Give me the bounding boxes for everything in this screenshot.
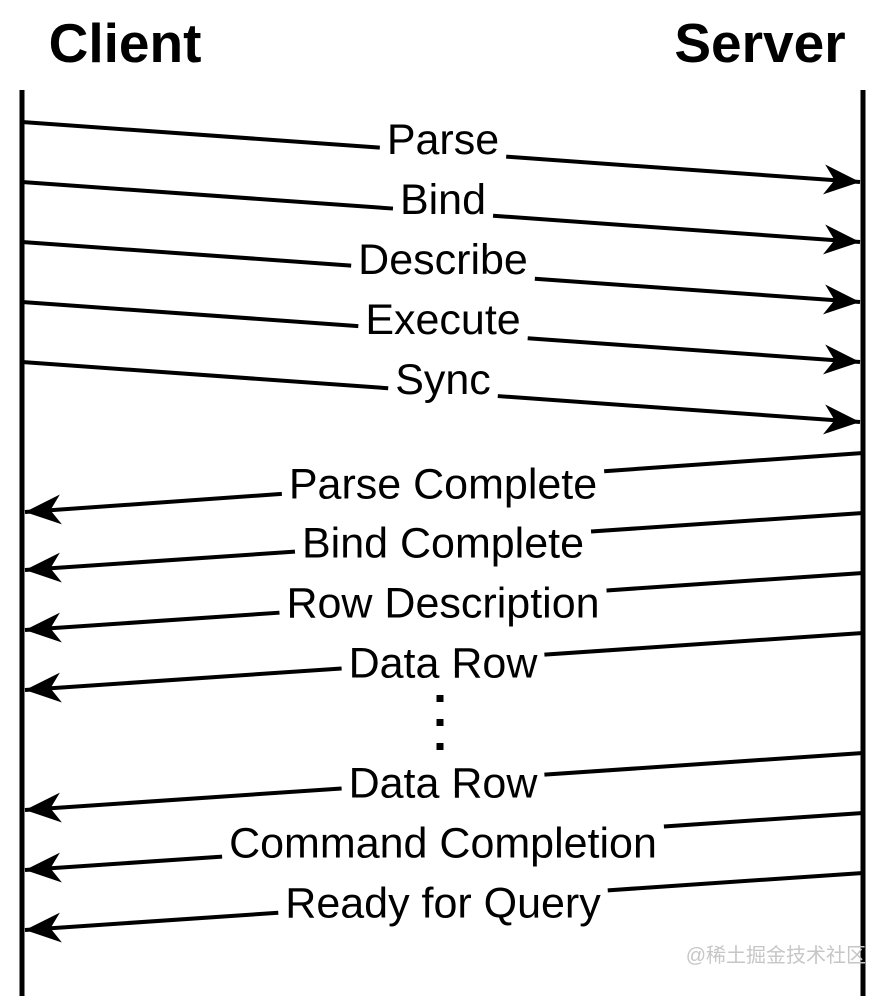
message-line-arrow-data-row-9 (24, 786, 342, 823)
message-label-describe-2: Describe (358, 236, 528, 284)
message-label-execute-3: Execute (365, 296, 520, 344)
message-line-arrow-sync-4 (497, 394, 861, 435)
message-line-start-parse-0 (21, 120, 380, 150)
message-label-bind-1: Bind (400, 176, 486, 224)
ellipsis-dot-0 (436, 695, 444, 702)
message-line-arrow-bind-complete-6 (24, 549, 296, 583)
message-line-arrow-data-row-8 (24, 666, 342, 703)
message-line-arrow-command-completion-10 (24, 852, 223, 883)
message-line-start-ready-for-query-11 (607, 871, 864, 893)
watermark: @稀土掘金技术社区 (686, 944, 866, 967)
message-line-start-execute-3 (21, 300, 359, 329)
actor-header-client: Client (49, 12, 202, 74)
ellipsis-dot-2 (436, 743, 444, 750)
message-label-data-row-8: Data Row (349, 640, 539, 688)
message-line-arrow-execute-3 (527, 336, 861, 375)
message-line-arrow-parse-complete-5 (24, 491, 282, 525)
message-line-start-row-description-7 (606, 571, 864, 593)
actor-header-server: Server (674, 12, 845, 74)
message-label-bind-complete-6: Bind Complete (302, 520, 584, 568)
ellipsis-dot-1 (436, 719, 444, 726)
message-line-start-sync-4 (21, 360, 389, 391)
message-label-command-completion-10: Command Completion (229, 820, 657, 868)
message-line-arrow-row-description-7 (24, 610, 280, 643)
message-line-arrow-describe-2 (534, 276, 861, 315)
message-line-arrow-bind-1 (492, 213, 861, 255)
message-label-ready-for-query-11: Ready for Query (285, 880, 601, 928)
message-line-start-parse-complete-5 (604, 451, 864, 474)
message-line-start-describe-2 (21, 240, 352, 268)
message-line-arrow-parse-0 (506, 154, 861, 195)
message-line-start-bind-1 (21, 180, 394, 211)
message-label-row-description-7: Row Description (286, 580, 599, 628)
message-label-data-row-9: Data Row (349, 760, 539, 808)
message-line-start-bind-complete-6 (590, 511, 864, 534)
message-line-start-data-row-9 (544, 751, 864, 777)
message-label-sync-4: Sync (395, 356, 491, 404)
message-line-start-data-row-8 (544, 631, 864, 657)
message-line-arrow-ready-for-query-11 (24, 910, 279, 943)
message-label-parse-0: Parse (387, 116, 499, 164)
message-line-start-command-completion-10 (663, 811, 864, 829)
message-label-parse-complete-5: Parse Complete (289, 461, 597, 509)
